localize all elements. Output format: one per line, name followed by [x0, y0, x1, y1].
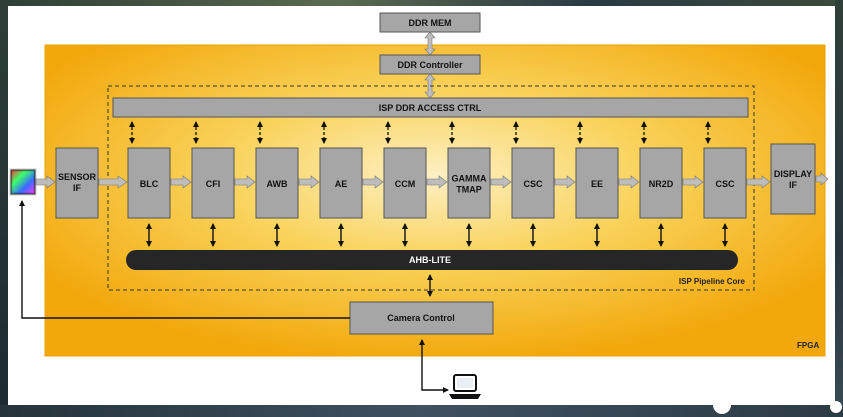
flow-arrow [426, 175, 448, 189]
display-if-label-line2: IF [789, 180, 798, 190]
pipeline-block-label: AE [335, 179, 348, 189]
flow-arrow [682, 175, 704, 189]
display-if-label-line1: DISPLAY [774, 169, 812, 179]
pipeline-block-label: AWB [267, 179, 288, 189]
pipeline-block-label: TMAP [456, 185, 482, 195]
pipeline-block-label: BLC [140, 179, 159, 189]
corner-decoration [713, 396, 731, 414]
flow-arrow [554, 175, 576, 189]
isp-ddr-access-ctrl-label: ISP DDR ACCESS CTRL [379, 103, 482, 113]
sensor-if-box [55, 147, 99, 219]
flow-arrow [234, 175, 256, 189]
ddr-controller-label: DDR Controller [398, 60, 463, 70]
fpga-label: FPGA [797, 341, 819, 350]
isp-ddr-access-ctrl-box [112, 97, 749, 118]
pipeline-block-label: CFI [206, 179, 221, 189]
pipeline-block-7 [511, 147, 555, 219]
background-strip-right [835, 0, 843, 417]
ddr-mem-label: DDR MEM [409, 18, 452, 28]
sensor-control-line [19, 200, 350, 319]
flow-arrow [746, 175, 771, 189]
sensor-if-label-line2: IF [73, 183, 82, 193]
pipeline-block-2 [191, 147, 235, 219]
pipeline-block-label: CCM [395, 179, 416, 189]
sensor-if-label-line1: SENSOR [58, 172, 97, 182]
pipeline-block-6 [447, 147, 491, 219]
pipeline-block-4 [319, 147, 363, 219]
camera-sensor-icon [9, 168, 37, 196]
display-if-box [770, 143, 816, 215]
pipeline-block-1 [127, 147, 171, 219]
pipeline-block-label: EE [591, 179, 603, 189]
background-strip-left [0, 0, 8, 417]
corner-decoration [830, 401, 842, 413]
flow-arrow [490, 175, 512, 189]
flow-arrow [362, 175, 384, 189]
host-link-line [419, 339, 449, 393]
flow-arrow [298, 175, 320, 189]
background-strip-top [0, 0, 843, 6]
pipeline-block-label: GAMMA [452, 174, 487, 184]
camera-control-box [349, 301, 494, 335]
camera-control-label: Camera Control [387, 313, 455, 323]
ahb-lite-label: AHB-LITE [409, 255, 451, 265]
pipeline-block-label: CSC [715, 179, 735, 189]
pipeline-block-10 [703, 147, 747, 219]
isp-pipeline-core-label: ISP Pipeline Core [679, 277, 746, 286]
flow-arrow [170, 175, 192, 189]
pipeline-block-8 [575, 147, 619, 219]
flow-arrow [98, 175, 128, 189]
sensor-input-arrow [35, 175, 56, 189]
background-strip-bottom [0, 405, 843, 417]
ahb-lite-bus [126, 250, 738, 270]
pipeline-block-5 [383, 147, 427, 219]
laptop-icon [449, 374, 481, 399]
pipeline-block-3 [255, 147, 299, 219]
pipeline-block-label: NR2D [649, 179, 674, 189]
display-output-arrow [815, 172, 829, 186]
flow-arrow [618, 175, 640, 189]
pipeline-block-label: CSC [523, 179, 543, 189]
pipeline-block-9 [639, 147, 683, 219]
